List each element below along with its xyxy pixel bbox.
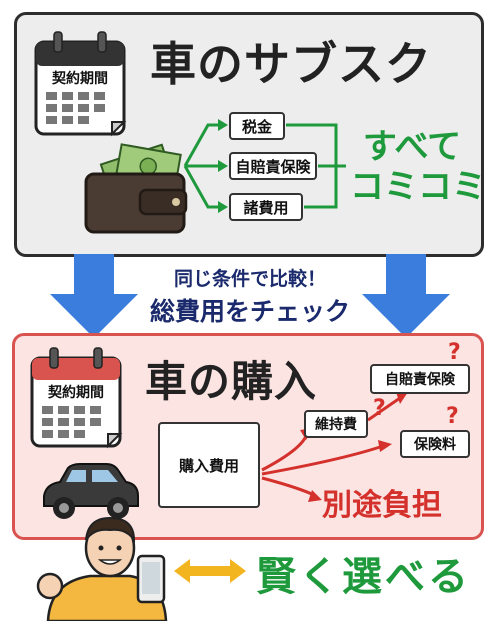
calendar-label: 契約期間 bbox=[52, 71, 108, 87]
compare-note: 同じ条件で比較！ bbox=[173, 268, 326, 290]
person-with-phone-illustration bbox=[36, 516, 168, 621]
insurance-fee-item: 保険料 bbox=[400, 430, 470, 458]
check-total-cost: 総費用をチェック bbox=[149, 297, 350, 326]
calendar-icon bbox=[34, 31, 127, 137]
question-mark: ? bbox=[373, 396, 386, 421]
car-icon bbox=[43, 463, 139, 519]
insurance-extra-item: 自賠責保険 bbox=[370, 364, 470, 394]
all-inclusive-line2: コミコミ bbox=[350, 167, 486, 207]
choose-wisely-text: 賢く選べる bbox=[256, 554, 471, 600]
calendar-icon bbox=[30, 347, 123, 449]
calendar-label: 契約期間 bbox=[48, 385, 104, 401]
insurance-item: 自賠責保険 bbox=[229, 152, 317, 180]
question-mark: ? bbox=[446, 404, 459, 429]
tax-item: 税金 bbox=[229, 112, 285, 140]
wallet-icon bbox=[84, 143, 188, 234]
double-arrow-icon bbox=[174, 559, 246, 583]
down-arrow-left-icon bbox=[50, 254, 138, 338]
separate-burden-label: 別途負担 bbox=[322, 488, 442, 523]
down-arrow-right-icon bbox=[362, 254, 450, 338]
fees-item: 諸費用 bbox=[229, 193, 303, 221]
purchase-cost-box: 購入費用 bbox=[158, 422, 260, 508]
down-arrows bbox=[50, 254, 450, 338]
all-inclusive-line1: すべて bbox=[362, 127, 462, 167]
page-title-subscription: 車のサブスク bbox=[150, 37, 432, 91]
maintenance-item: 維持費 bbox=[304, 410, 368, 438]
page-title-purchase: 車の購入 bbox=[145, 357, 318, 406]
question-mark: ? bbox=[448, 340, 461, 365]
